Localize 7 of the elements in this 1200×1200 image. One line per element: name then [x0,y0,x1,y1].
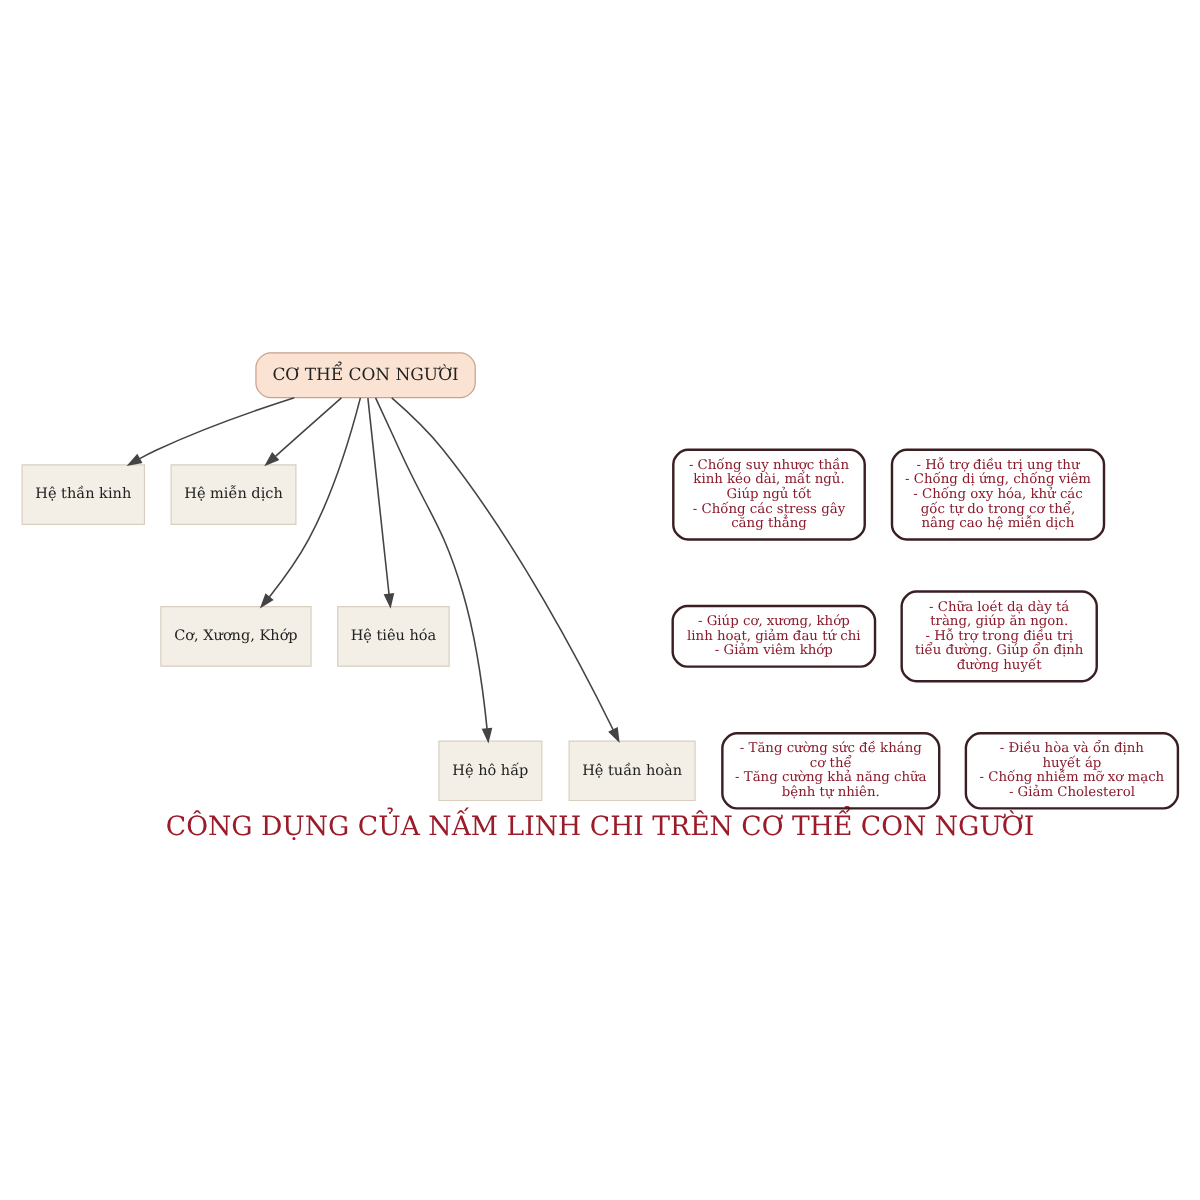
arrow [259,397,362,609]
arrow [391,397,620,744]
arrow [374,397,493,744]
node-box: CƠ THỂ CON NGƯỜI [255,352,476,399]
arrow [367,397,395,609]
arrow [126,396,296,466]
arrow [264,397,343,467]
